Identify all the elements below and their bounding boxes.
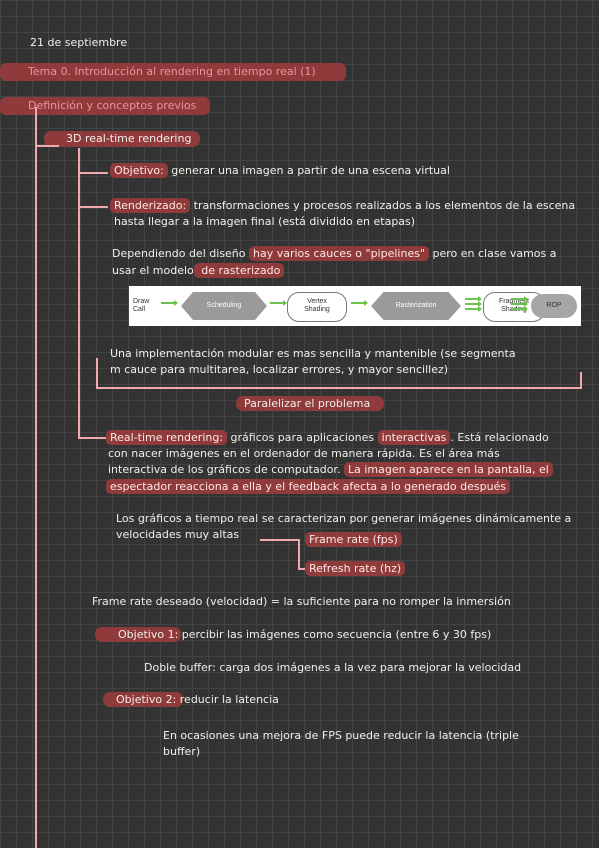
scheduling-stage <box>181 292 267 320</box>
pipelines-pre: Dependiendo del diseño <box>112 247 249 260</box>
realtime-line4: espectador reacciona a ella y el feedbac… <box>106 479 511 495</box>
realtime-text3a: interactiva de los gráficos de computado… <box>108 463 344 476</box>
arrows-1 <box>161 299 178 321</box>
vertex-label: Vertex Shading <box>304 298 330 313</box>
refresh-rate-item: Refresh rate (hz) <box>305 561 406 577</box>
fps-latencia-line1: En ocasiones una mejora de FPS puede red… <box>163 729 519 742</box>
main-tree-line <box>35 107 37 848</box>
pipeline-diagram: Draw Call Scheduling Vertex Shading Rast… <box>129 286 581 326</box>
modular-line2: m cauce para multitarea, localizar error… <box>110 363 449 376</box>
realtime-text3-hl: La imagen aparece en la pantalla, el <box>343 462 553 477</box>
realtime-interactivas: interactivas <box>377 430 451 445</box>
modular-line1: Una implementación modular es mas sencil… <box>110 347 516 360</box>
scheduling-label: Scheduling <box>206 302 242 309</box>
subsection-bar <box>44 131 200 147</box>
pipelines-line1: Dependiendo del diseño hay varios cauces… <box>112 246 557 262</box>
branch-objetivo <box>78 172 108 174</box>
realtime-line1: Real-time rendering: gráficos para aplic… <box>106 430 549 446</box>
arrows-4 <box>465 295 482 317</box>
objetivo1-text: percibir las imágenes como secuencia (en… <box>178 628 492 641</box>
realtime-line2: con nacer imágenes en el ordenador de ma… <box>108 447 500 460</box>
branch-subsection <box>35 145 59 147</box>
realtime-text1b: . Está relacionado <box>450 431 549 444</box>
topic-title: Tema 0. Introducción al rendering en tie… <box>28 65 316 78</box>
renderizado-text1: transformaciones y procesos realizados a… <box>190 199 576 212</box>
frame-rate-label: Frame rate (fps) <box>305 532 402 547</box>
pipelines-line2-pre: usar el modelo <box>112 264 194 277</box>
draw-call-label: Draw Call <box>133 298 150 313</box>
section-title-bar <box>0 97 210 115</box>
arrows-5 <box>511 295 528 317</box>
realtime-text1a: gráficos para aplicaciones <box>227 431 378 444</box>
rop-stage <box>531 294 577 318</box>
modular-bottom-line <box>96 387 581 389</box>
realtime-label: Real-time rendering: <box>106 430 228 445</box>
branch-renderizado <box>78 206 108 208</box>
graficos-line1: Los gráficos a tiempo real se caracteriz… <box>116 512 572 525</box>
pipelines-line2-hl: de rasterizado <box>193 263 285 278</box>
doble-buffer-text: Doble buffer: carga dos imágenes a la ve… <box>144 661 522 674</box>
rop-label: ROP <box>546 302 562 309</box>
renderizado-label: Renderizado: <box>110 198 191 213</box>
arrows-3 <box>351 299 368 321</box>
modular-left-line <box>96 358 98 388</box>
branch-frame-rate-v <box>298 539 300 569</box>
subsection-title: 3D real-time rendering <box>66 132 192 145</box>
objetivo-text: generar una imagen a partir de una escen… <box>167 164 450 177</box>
objetivo2-line: Objetivo 2: reducir la latencia <box>116 692 279 708</box>
objetivo2-text: reducir la latencia <box>176 693 279 706</box>
pipelines-post: pero en clase vamos a <box>429 247 557 260</box>
branch-realtime <box>78 437 108 439</box>
topic-title-bar <box>0 63 346 81</box>
objetivo-line: Objetivo: generar una imagen a partir de… <box>110 163 450 179</box>
paralelizar-text: Paralelizar el problema <box>244 397 371 410</box>
objetivo1-bar <box>95 627 181 642</box>
section-title: Definición y conceptos previos <box>28 99 197 112</box>
objetivo1-line: Objetivo 1: percibir las imágenes como s… <box>118 627 491 643</box>
modular-right-line <box>580 372 582 389</box>
branch-refresh-rate <box>298 568 308 570</box>
realtime-line3: interactiva de los gráficos de computado… <box>108 462 553 478</box>
objetivo-label: Objetivo: <box>110 163 168 178</box>
objetivo2-label: Objetivo 2: <box>116 693 177 706</box>
frame-rate-item: Frame rate (fps) <box>305 532 402 548</box>
subtree-line <box>78 148 80 438</box>
renderizado-line2: hasta llegar a la imagen final (está div… <box>114 215 416 228</box>
frame-deseado-text: Frame rate deseado (velocidad) = la sufi… <box>92 595 511 608</box>
renderizado-line1: Renderizado: transformaciones y procesos… <box>110 198 575 214</box>
graficos-line2: velocidades muy altas <box>116 528 240 541</box>
rasterization-stage <box>371 292 461 320</box>
rasterization-label: Rasterization <box>395 302 437 309</box>
date-heading: 21 de septiembre <box>30 36 128 49</box>
fps-latencia-line2: buffer) <box>163 745 201 758</box>
objetivo1-label: Objetivo 1: <box>118 628 179 641</box>
pipelines-line2: usar el modelo de rasterizado <box>112 263 285 279</box>
paralelizar-bar <box>236 396 384 411</box>
branch-frame-rate-h <box>260 539 300 541</box>
realtime-text4-hl: espectador reacciona a ella y el feedbac… <box>106 479 511 494</box>
vertex-stage <box>287 292 347 322</box>
refresh-rate-label: Refresh rate (hz) <box>305 561 406 576</box>
arrows-2 <box>270 299 287 321</box>
pipelines-hl: hay varios cauces o "pipelines" <box>248 246 430 261</box>
objetivo2-bar <box>103 692 183 707</box>
